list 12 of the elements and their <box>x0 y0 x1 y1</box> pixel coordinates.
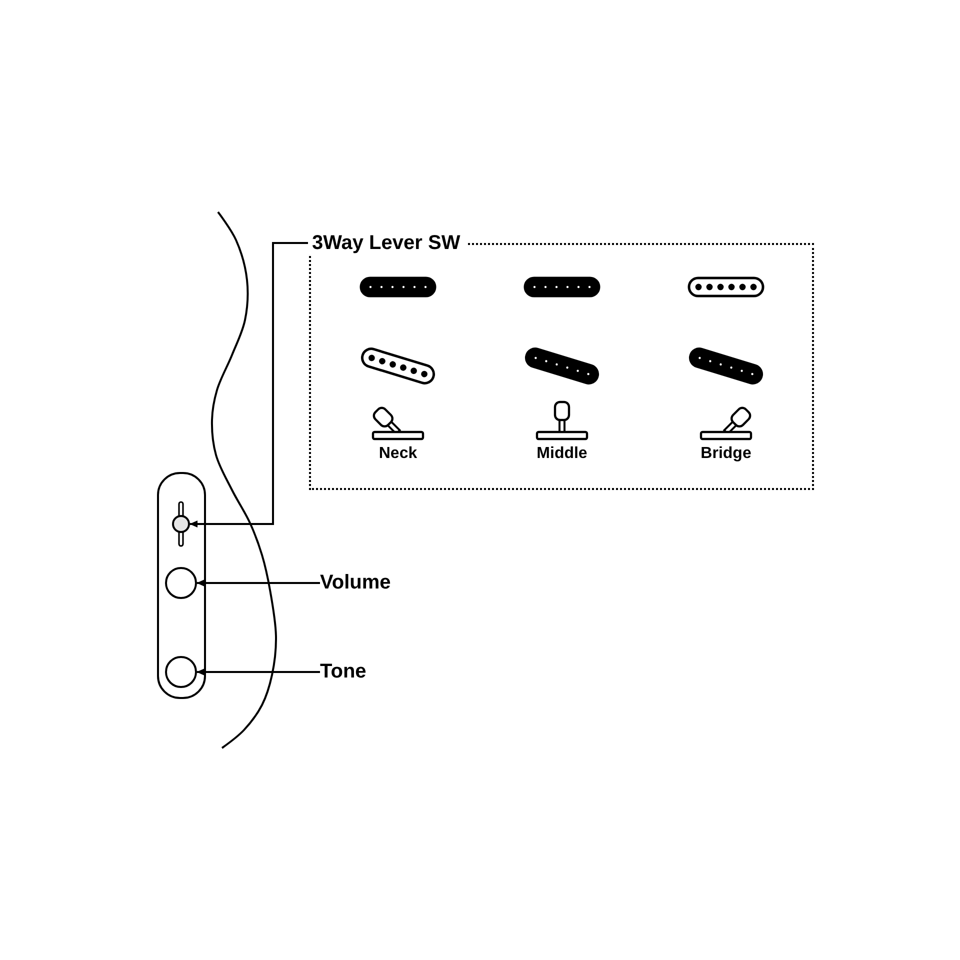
lever-switch-tip <box>172 501 190 547</box>
knob <box>165 656 197 688</box>
position-label: Bridge <box>700 444 752 463</box>
control-label: Volume <box>320 572 391 594</box>
leader-line <box>196 668 320 676</box>
leader-line <box>190 242 309 528</box>
position-label: Middle <box>536 444 588 463</box>
position-label: Neck <box>378 444 418 463</box>
control-label: Tone <box>320 660 366 684</box>
leader-line <box>196 580 320 586</box>
knob <box>165 567 197 599</box>
frame-heading: 3Way Lever SW <box>308 232 468 255</box>
